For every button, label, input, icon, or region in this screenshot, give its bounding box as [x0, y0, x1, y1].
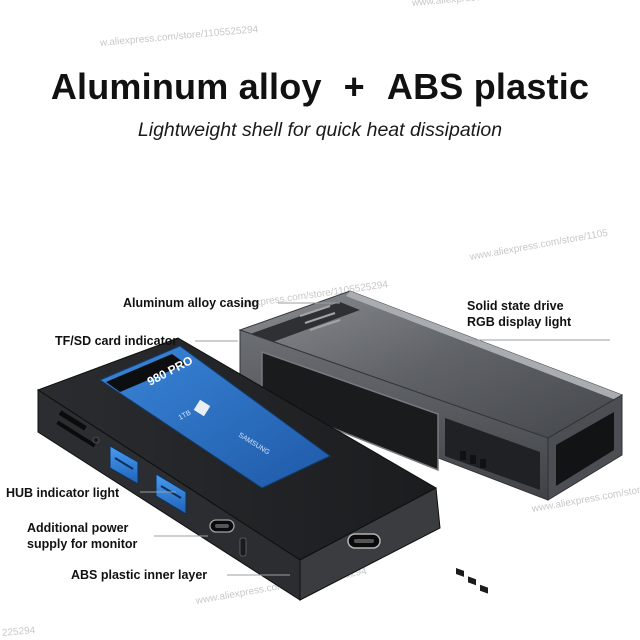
usb-a-port [109, 445, 139, 485]
callout-tf-sd-indicator: TF/SD card indicator [55, 334, 178, 348]
headline-plus: + [343, 66, 365, 107]
hub-base: 980 PRO SAMSUNG 1TB [36, 337, 441, 601]
callout-aluminum-casing: Aluminum alloy casing [123, 296, 260, 310]
card-reader [56, 410, 100, 448]
vent-slots [456, 567, 488, 594]
callout-additional-power: Additional power supply for monitor [27, 520, 137, 552]
aluminum-shell [238, 290, 624, 594]
ssd-module: 980 PRO SAMSUNG 1TB [98, 345, 331, 489]
callout-power-line-2: supply for monitor [27, 537, 138, 551]
callout-abs-layer: ABS plastic inner layer [71, 568, 208, 582]
power-switch [239, 537, 247, 557]
callout-power-line-1: Additional power [27, 521, 129, 535]
headline-material-2: ABS plastic [386, 66, 590, 107]
subheadline: Lightweight shell for quick heat dissipa… [137, 119, 503, 141]
usb-c-port [347, 533, 381, 549]
callout-hub-indicator: HUB indicator light [6, 486, 120, 500]
callout-ssd-line-2: RGB display light [467, 315, 572, 329]
usb-c-port [209, 519, 235, 533]
callout-ssd-rgb: Solid state drive RGB display light [467, 298, 571, 330]
headline: Aluminum alloy + ABS plastic [0, 66, 640, 108]
leader-lines [140, 302, 610, 576]
headline-material-1: Aluminum alloy [50, 66, 322, 107]
callout-ssd-line-1: Solid state drive [467, 299, 564, 313]
